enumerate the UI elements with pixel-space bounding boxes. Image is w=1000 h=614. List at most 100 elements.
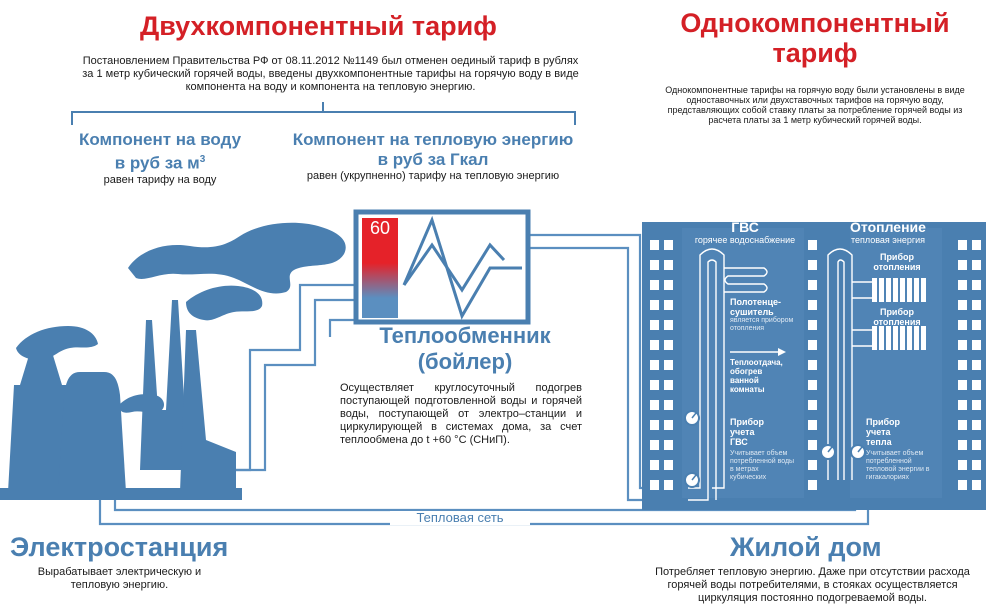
towel-note: является прибором отопления	[730, 317, 794, 332]
left-bracket	[71, 102, 576, 125]
window	[958, 440, 967, 450]
radiator-fin	[921, 278, 926, 302]
water-component-unit: в руб за м3	[60, 150, 260, 174]
meter-gauges	[684, 410, 866, 488]
heat-exchanger-title-line2: (бойлер)	[417, 349, 513, 374]
window	[664, 300, 673, 310]
window	[972, 300, 981, 310]
towel-line2: сушитель	[730, 307, 774, 317]
heat-exchanger-graphic	[353, 209, 531, 325]
window	[808, 380, 817, 390]
window	[664, 320, 673, 330]
window	[972, 420, 981, 430]
window	[650, 480, 659, 490]
power-station-description: Вырабатывает электрическую и тепловую эн…	[37, 566, 202, 591]
radiator1-label: Прибор отопления	[873, 252, 921, 272]
window	[958, 300, 967, 310]
radiator-fin	[900, 326, 905, 350]
window	[958, 280, 967, 290]
window	[972, 400, 981, 410]
window	[972, 240, 981, 250]
window	[972, 480, 981, 490]
power-station-silhouette	[0, 300, 242, 500]
gvs-meter-line3: ГВС	[730, 437, 748, 447]
heat-component-title: Компонент на тепловую энергию	[292, 130, 574, 149]
water-component-unit-text: в руб за м	[114, 153, 200, 173]
window	[972, 320, 981, 330]
window	[808, 260, 817, 270]
radiator-fin	[879, 326, 884, 350]
window	[664, 260, 673, 270]
window	[664, 400, 673, 410]
gvs-header: ГВС горячее водоснабжение	[685, 219, 805, 246]
window	[958, 240, 967, 250]
one-component-description: Однокомпонентные тарифы на горячую воду …	[665, 85, 965, 125]
gvs-meter-line2: учета	[730, 427, 755, 437]
window	[664, 280, 673, 290]
power-station-title: Электростанция	[10, 532, 229, 562]
heat-meter-label: Прибор учета тепла Учитывает объем потре…	[866, 417, 938, 482]
heat-network-label: Тепловая сеть	[390, 511, 530, 525]
heat-release-label: Теплоотдача, обогрев ванной комнаты	[730, 358, 783, 394]
radiator2-label: Прибор отопления	[873, 307, 921, 327]
radiator-fin	[907, 278, 912, 302]
radiator-fin	[872, 326, 877, 350]
window	[972, 340, 981, 350]
temperature-readout: 60	[369, 218, 391, 238]
radiator-fin	[893, 278, 898, 302]
window	[650, 300, 659, 310]
window	[650, 260, 659, 270]
window	[972, 380, 981, 390]
window	[808, 320, 817, 330]
window	[958, 340, 967, 350]
window	[972, 280, 981, 290]
water-component: Компонент на воду в руб за м3 равен тари…	[60, 130, 260, 187]
heat-component: Компонент на тепловую энергию в руб за Г…	[278, 130, 588, 183]
window	[650, 240, 659, 250]
window	[808, 280, 817, 290]
heat-meter-line3: тепла	[866, 437, 892, 447]
window	[958, 400, 967, 410]
heat-exchanger-description: Осуществляет круглосуточный подогрев пос…	[340, 382, 582, 446]
house-internal-pipes	[688, 248, 872, 501]
heat-component-note: равен (укрупненно) тарифу на тепловую эн…	[306, 170, 560, 182]
water-component-note: равен тарифу на воду	[103, 173, 217, 186]
heating-title: Отопление	[850, 219, 926, 235]
heating-subtitle: тепловая энергия	[850, 235, 926, 245]
radiator-fin	[921, 326, 926, 350]
radiator-fin	[886, 326, 891, 350]
towel-dryer-label: Полотенце- сушитель является прибором от…	[730, 297, 796, 333]
window	[808, 400, 817, 410]
gvs-meter-note: Учитывает объем потребленной воды в метр…	[730, 450, 795, 481]
gvs-title: ГВС	[731, 219, 759, 235]
window	[808, 340, 817, 350]
towel-line1: Полотенце-	[730, 297, 781, 307]
window	[664, 380, 673, 390]
two-component-title: Двухкомпонентный тариф	[140, 11, 497, 41]
one-component-title: Однокомпонентный тариф	[650, 8, 980, 68]
window	[808, 480, 817, 490]
window	[650, 400, 659, 410]
window	[664, 360, 673, 370]
window	[958, 480, 967, 490]
window	[664, 420, 673, 430]
gvs-meter-line1: Прибор	[730, 417, 765, 427]
window	[650, 320, 659, 330]
two-component-description: Постановлением Правительства РФ от 08.11…	[82, 55, 579, 93]
window	[958, 380, 967, 390]
window	[808, 240, 817, 250]
window	[650, 280, 659, 290]
radiators	[872, 278, 926, 350]
radiator-fin	[900, 278, 905, 302]
water-component-unit-sup: 3	[199, 154, 206, 165]
house-description: Потребляет тепловую энергию. Даже при от…	[655, 566, 970, 604]
window	[972, 440, 981, 450]
window	[664, 460, 673, 470]
radiator-fin	[886, 278, 891, 302]
heat-meter-note: Учитывает объем потребленной тепловой эн…	[866, 450, 930, 481]
window	[650, 340, 659, 350]
gvs-subtitle: горячее водоснабжение	[694, 235, 796, 245]
window	[808, 300, 817, 310]
radiator-fin	[907, 326, 912, 350]
heat-meter-line2: учета	[866, 427, 891, 437]
